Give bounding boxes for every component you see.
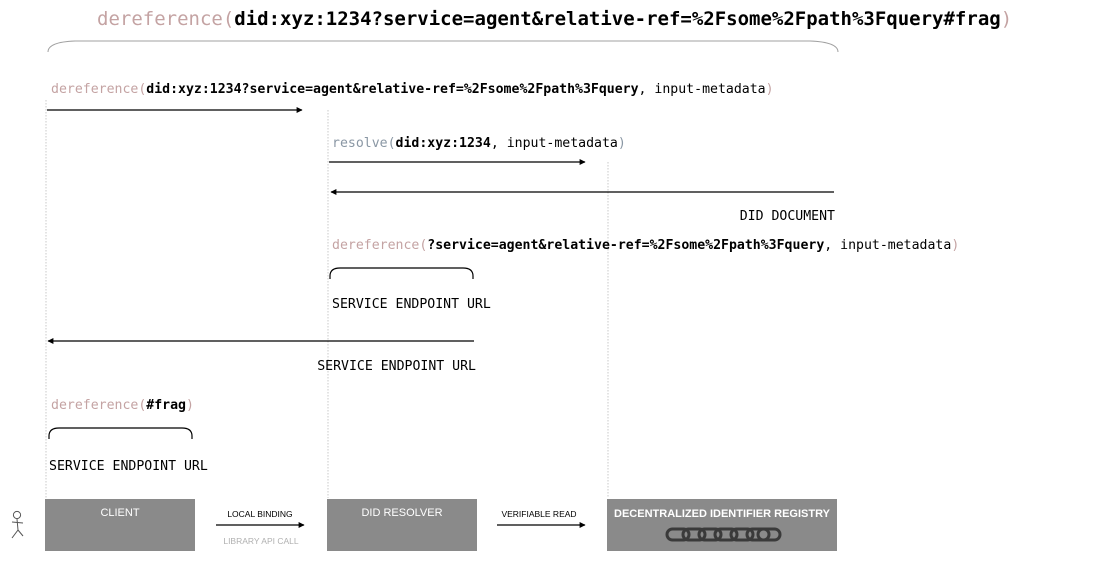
step4-call: dereference(#frag) xyxy=(51,398,194,413)
step4-brace xyxy=(48,427,193,439)
step3-return-label: SERVICE ENDPOINT URL xyxy=(317,359,476,374)
local-binding-label: LOCAL BINDING xyxy=(227,509,292,519)
registry-box: DECENTRALIZED IDENTIFIER REGISTRY xyxy=(607,499,837,551)
step3-brace xyxy=(329,267,474,279)
resolver-box: DID RESOLVER xyxy=(327,499,477,551)
verifiable-read-label: VERIFIABLE READ xyxy=(501,509,576,519)
step3-result: SERVICE ENDPOINT URL xyxy=(332,297,491,312)
chain-links-icon xyxy=(665,527,782,542)
registry-label: DECENTRALIZED IDENTIFIER REGISTRY xyxy=(614,508,831,520)
client-box: CLIENT xyxy=(45,499,195,551)
step2-call: resolve(did:xyz:1234, input-metadata) xyxy=(332,135,626,151)
library-api-call-label: LIBRARY API CALL xyxy=(223,536,299,546)
resolver-label: DID RESOLVER xyxy=(361,507,442,519)
step4-result: SERVICE ENDPOINT URL xyxy=(49,459,208,474)
header-call: dereference(did:xyz:1234?service=agent&r… xyxy=(97,8,1012,30)
header-brace xyxy=(47,40,839,53)
stick-figure-icon xyxy=(11,510,24,539)
step1-call: dereference(did:xyz:1234?service=agent&r… xyxy=(51,81,774,97)
step3-call: dereference(?service=agent&relative-ref=… xyxy=(332,237,959,253)
step2-return-label: DID DOCUMENT xyxy=(740,209,835,224)
client-label: CLIENT xyxy=(100,507,139,519)
